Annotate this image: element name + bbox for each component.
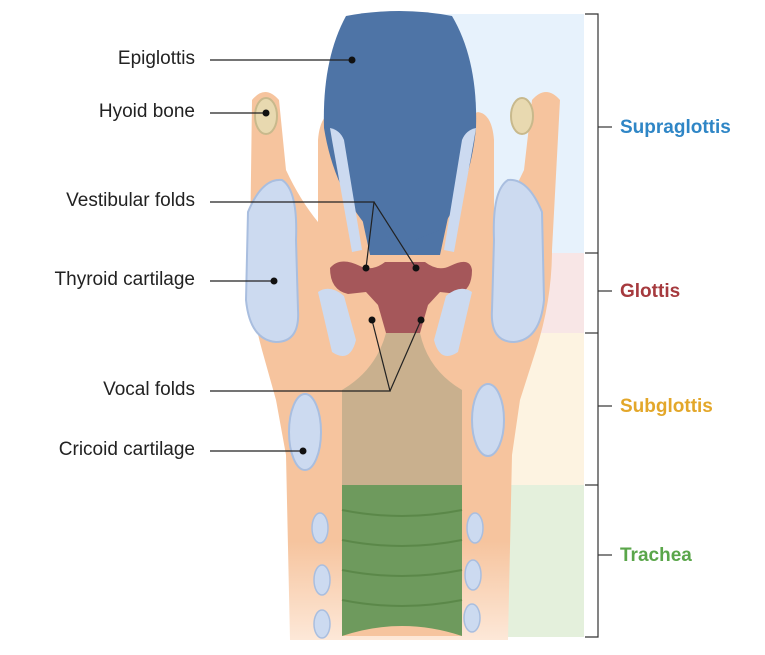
region-subglottis: Subglottis — [620, 396, 713, 418]
thyroid-cartilage-left — [246, 180, 298, 342]
label-thyroid-cartilage: Thyroid cartilage — [55, 269, 195, 291]
region-bracket — [585, 14, 612, 637]
label-vocal-folds: Vocal folds — [103, 379, 195, 401]
hyoid-bone-right — [511, 98, 533, 134]
region-supraglottis: Supraglottis — [620, 117, 731, 139]
cricoid-cartilage-right — [472, 384, 504, 456]
label-vestibular-folds: Vestibular folds — [66, 190, 195, 212]
trachea-lumen — [342, 485, 462, 636]
cricoid-cartilage-left — [289, 394, 321, 470]
region-trachea: Trachea — [620, 545, 692, 567]
label-epiglottis: Epiglottis — [118, 48, 195, 70]
region-glottis: Glottis — [620, 281, 680, 303]
label-hyoid-bone: Hyoid bone — [99, 101, 195, 123]
label-cricoid-cartilage: Cricoid cartilage — [59, 439, 195, 461]
thyroid-cartilage-right — [492, 180, 544, 342]
